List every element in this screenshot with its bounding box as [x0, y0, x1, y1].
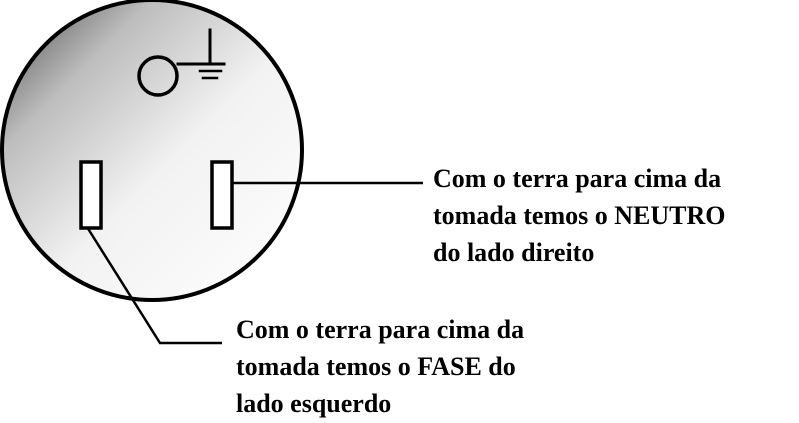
neutral-slot	[210, 160, 234, 230]
ground-hole	[137, 55, 179, 97]
neutral-caption-line-1: Com o terra para cima da	[433, 164, 722, 193]
phase-leader-line	[85, 226, 222, 345]
phase-slot	[79, 160, 103, 230]
phase-caption-line-3: lado esquerdo	[236, 389, 392, 418]
outlet-face	[0, 0, 304, 302]
phase-caption-line-2: tomada temos o FASE do	[236, 352, 516, 381]
neutral-caption-line-2: tomada temos o NEUTRO	[433, 201, 726, 230]
neutral-caption: Com o terra para cima da tomada temos o …	[433, 160, 726, 271]
ground-icon	[176, 28, 226, 80]
neutral-caption-line-3: do lado direito	[433, 238, 595, 267]
phase-caption-line-1: Com o terra para cima da	[236, 315, 525, 344]
phase-caption: Com o terra para cima da tomada temos o …	[236, 311, 524, 422]
